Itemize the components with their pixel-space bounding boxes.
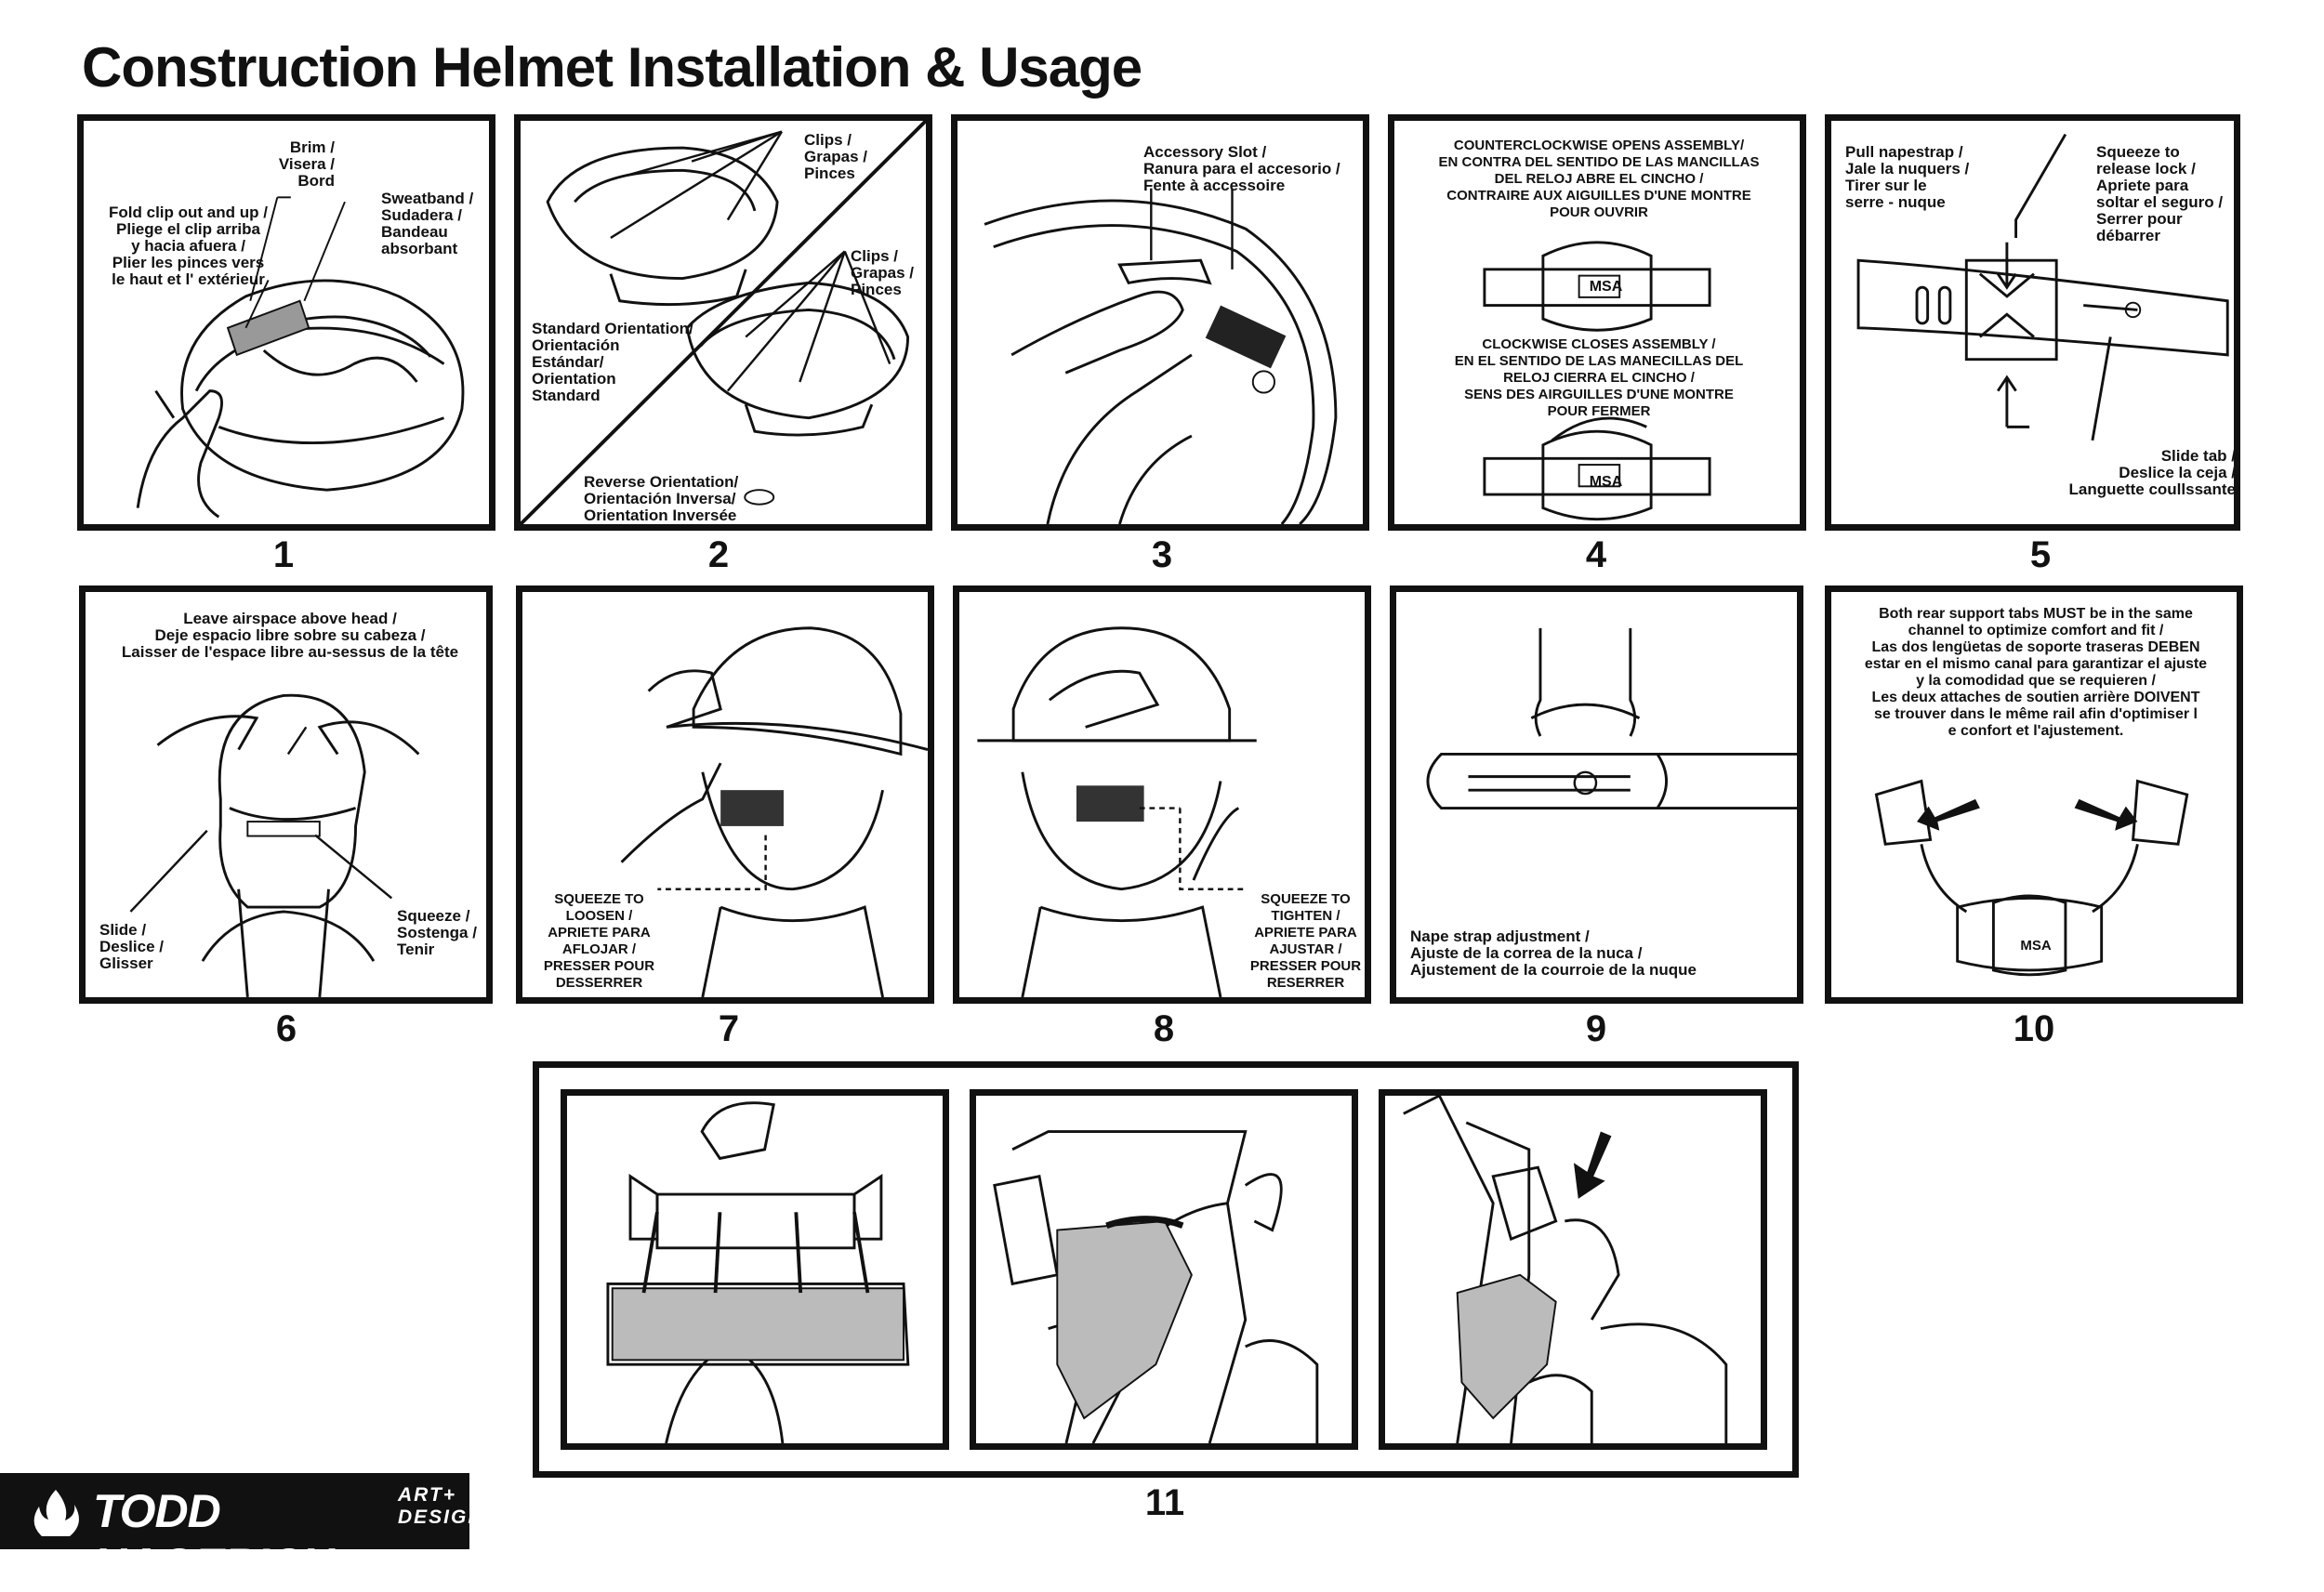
slide-label: Slide / Deslice / Glisser [99, 921, 164, 972]
rear-support-tabs-illustration [1874, 779, 2189, 977]
panel-11-step-c [1379, 1089, 1767, 1450]
nape-strap-label: Nape strap adjustment / Ajuste de la cor… [1410, 928, 1697, 979]
flame-icon [33, 1490, 79, 1536]
helmet-sweatband-illustration [136, 196, 465, 519]
panel-3: Accessory Slot / Ranura para el accesori… [951, 114, 1369, 531]
logo-design: DESIGN [398, 1506, 484, 1528]
sweatband-attach-illustration [606, 1101, 910, 1443]
panel-2: Clips / Grapas / Pinces Clips / Grapas /… [514, 114, 932, 531]
panel-1: Brim / Visera / Bord Fold clip out and u… [77, 114, 495, 531]
brim-label: Brim / Visera / Bord [278, 138, 335, 190]
accessory-slot-illustration [984, 188, 1338, 524]
panel-4: COUNTERCLOCKWISE OPENS ASSEMBLY/ EN CONT… [1388, 114, 1806, 531]
panel-5: Pull napestrap / Jale la nuquers / Tirer… [1825, 114, 2240, 531]
sweatband-lock-illustration [1403, 1096, 1728, 1443]
slide-tab-label: Slide tab / Deslice la ceja / Languette … [2068, 447, 2236, 498]
panel-number-4: 4 [1585, 534, 1607, 575]
panel-9: Nape strap adjustment / Ajuste de la cor… [1390, 585, 1803, 1004]
panel-number-5: 5 [2029, 534, 2052, 575]
sweatband-label: Sweatband / Sudadera / Bandeau absorbant [381, 190, 474, 257]
panel-number-3: 3 [1151, 534, 1173, 575]
panel-7: SQUEEZE TO LOOSEN / APRIETE PARA AFLOJAR… [516, 585, 934, 1004]
loosen-strap-illustration [620, 626, 928, 997]
panel-11-step-b [970, 1089, 1358, 1450]
panel-number-6: 6 [275, 1008, 297, 1049]
counterclockwise-opens-label: COUNTERCLOCKWISE OPENS ASSEMBLY/ EN CONT… [1438, 138, 1760, 220]
squeeze-loosen-label: SQUEEZE TO LOOSEN / APRIETE PARA AFLOJAR… [543, 891, 655, 991]
squeeze-label: Squeeze / Sostenga / Tenir [397, 907, 477, 958]
reverse-orientation-label: Reverse Orientation/ Orientación Inversa… [584, 473, 739, 524]
panel-8: SQUEEZE TO TIGHTEN / APRIETE PARA AJUSTA… [953, 585, 1371, 1004]
clips-label-bottom: Clips / Grapas / Pinces [851, 247, 915, 298]
panel-number-11: 11 [1144, 1482, 1185, 1523]
panel-number-8: 8 [1153, 1008, 1175, 1049]
panel-number-1: 1 [272, 534, 295, 575]
ratchet-knob-illustration [1483, 241, 1711, 521]
head-measure-illustration [129, 693, 420, 997]
suspension-clips-illustration [521, 121, 926, 524]
squeeze-tighten-label: SQUEEZE TO TIGHTEN / APRIETE PARA AJUSTA… [1249, 891, 1362, 991]
logo-art: ART+ [398, 1484, 457, 1506]
accessory-slot-label: Accessory Slot / Ranura para el accesori… [1143, 143, 1340, 194]
panel-11 [533, 1061, 1799, 1478]
sweatband-rotate-illustration [993, 1130, 1319, 1443]
msa-brand-top: MSA [1589, 279, 1623, 295]
clockwise-closes-label: CLOCKWISE CLOSES ASSEMBLY / EN EL SENTID… [1454, 336, 1744, 419]
standard-orientation-label: Standard Orientation/ Orientación Estánd… [532, 320, 693, 404]
rear-tabs-label: Both rear support tabs MUST be in the sa… [1864, 606, 2208, 739]
panel-number-7: 7 [718, 1008, 740, 1049]
pull-napestrap-label: Pull napestrap / Jale la nuquers / Tirer… [1845, 143, 1970, 211]
panel-number-2: 2 [707, 534, 730, 575]
msa-brand-bottom: MSA [1589, 474, 1623, 490]
nape-strap-adjust-illustration [1426, 627, 1797, 809]
fold-clip-label: Fold clip out and up / Pliege el clip ar… [109, 204, 268, 288]
napestrap-lock-illustration [1856, 133, 2229, 441]
panel-6: Leave airspace above head / Deje espacio… [79, 585, 493, 1004]
panel-10: Both rear support tabs MUST be in the sa… [1825, 585, 2243, 1004]
tighten-strap-illustration [977, 626, 1257, 997]
page-title: Construction Helmet Installation & Usage [82, 36, 1142, 99]
logo-tagline: ART+ DESIGN [398, 1484, 484, 1529]
panel-number-9: 9 [1585, 1008, 1607, 1049]
clips-label-top: Clips / Grapas / Pinces [804, 131, 868, 182]
artist-logo: TODD HAGERICH ART+ DESIGN [0, 1473, 482, 1591]
msa-brand-p10: MSA [2020, 938, 2052, 954]
leave-airspace-label: Leave airspace above head / Deje espacio… [121, 610, 459, 661]
panel-11-step-a [561, 1089, 949, 1450]
squeeze-release-label: Squeeze to release lock / Apriete para s… [2096, 143, 2224, 244]
panel-number-10: 10 [2013, 1008, 2055, 1049]
